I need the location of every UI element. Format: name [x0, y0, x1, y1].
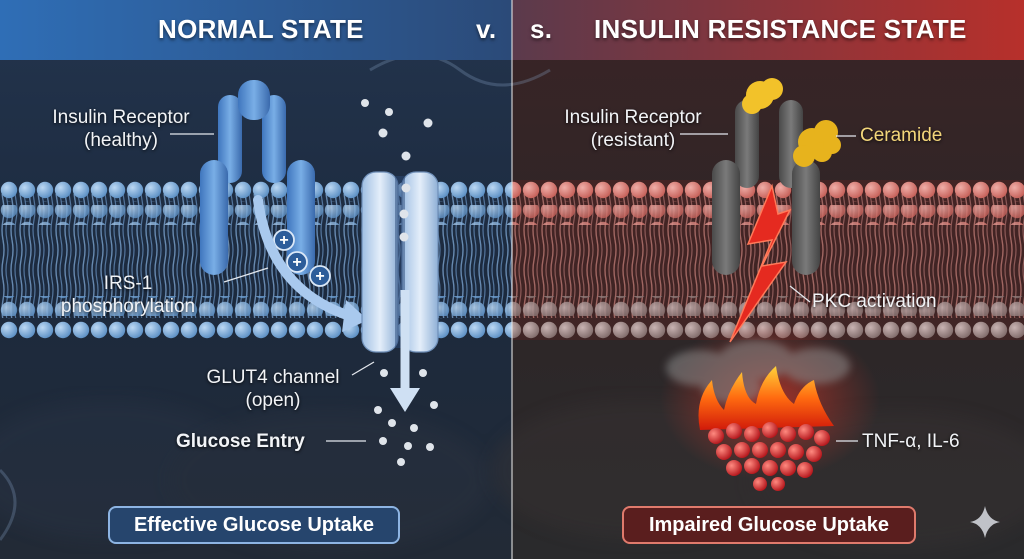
versus-left: v. — [476, 14, 497, 44]
svg-text:+: + — [279, 232, 288, 249]
plus-circle-icon: + — [309, 265, 331, 287]
resistant-receptor-label-line2: (resistant) — [590, 130, 676, 151]
glucose-entry-label: Glucose Entry — [176, 431, 305, 452]
glucose-entry-arrow-head — [390, 388, 420, 412]
normal-state-title: NORMAL STATE — [158, 14, 364, 44]
normal-leader-lines — [170, 133, 375, 442]
cytokines-label: TNF-α, IL-6 — [862, 431, 960, 452]
irs1-label: IRS-1 phosphorylation — [28, 272, 228, 318]
normal-header-banner — [0, 0, 512, 60]
ceramide-molecule — [793, 120, 841, 167]
plus-circle-icon: + — [286, 251, 308, 273]
svg-text:+: + — [315, 268, 324, 285]
svg-text:+: + — [292, 254, 301, 271]
glut4-label-line1: GLUT4 channel — [206, 367, 340, 388]
resistance-state-title: INSULIN RESISTANCE STATE — [594, 14, 967, 44]
irs1-label-line1: IRS-1 — [103, 273, 153, 294]
versus-right: s. — [530, 14, 553, 44]
healthy-receptor-label: Insulin Receptor (healthy) — [36, 106, 206, 152]
ceramide-label: Ceramide — [860, 125, 943, 146]
glut4-label: GLUT4 channel (open) — [188, 366, 358, 412]
inflammation-cluster — [660, 320, 880, 491]
insulin-molecule — [742, 78, 783, 114]
plus-circle-icon: + — [273, 229, 295, 251]
resistant-receptor-label-line1: Insulin Receptor — [564, 107, 702, 128]
healthy-receptor-label-line1: Insulin Receptor — [52, 107, 190, 128]
signal-arrow-head — [342, 300, 368, 332]
glut4-label-line2: (open) — [245, 390, 301, 411]
effective-uptake-badge: Effective Glucose Uptake — [108, 506, 400, 544]
resistant-receptor-label: Insulin Receptor (resistant) — [548, 106, 718, 152]
phosphate-group: + + + — [273, 229, 331, 287]
signal-arrow — [253, 195, 355, 321]
healthy-insulin-receptor — [200, 80, 315, 275]
glut4-channel — [361, 171, 439, 353]
sparkle-icon — [970, 506, 1000, 538]
impaired-uptake-badge: Impaired Glucose Uptake — [622, 506, 916, 544]
resistant-insulin-receptor — [712, 100, 820, 275]
resistant-header-banner — [512, 0, 1024, 60]
resistant-leader-lines — [680, 133, 858, 442]
healthy-receptor-label-line2: (healthy) — [84, 130, 158, 151]
lightning-bolt-icon — [729, 183, 792, 343]
pkc-activation-label: PKC activation — [812, 291, 937, 312]
glucose-molecules — [361, 99, 438, 466]
irs1-label-line2: phosphorylation — [60, 296, 196, 317]
